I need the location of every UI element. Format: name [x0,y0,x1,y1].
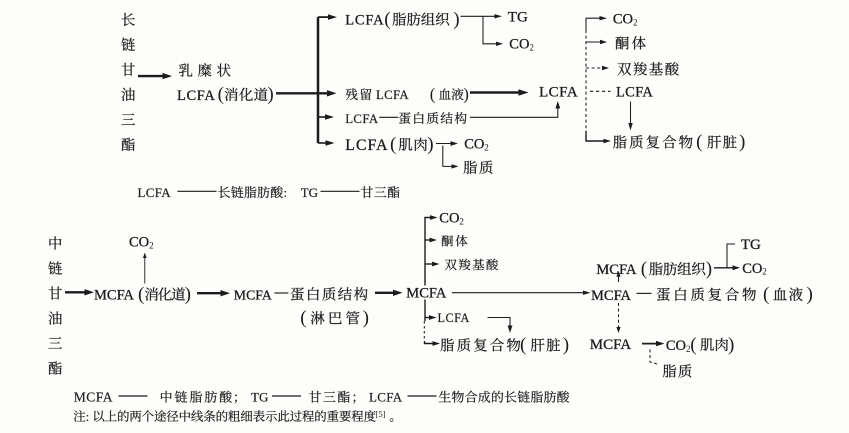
svg-text:MCFA: MCFA [590,337,632,353]
svg-text:2: 2 [686,344,691,354]
svg-text:(: ( [520,335,526,356]
svg-text:): ) [728,334,734,355]
svg-text:(: ( [218,84,224,105]
svg-text:): ) [427,134,433,155]
svg-text:[5]: [5] [376,409,386,419]
svg-text:MCFA: MCFA [591,288,632,304]
svg-text:CO: CO [129,234,149,250]
svg-text:): ) [363,308,369,329]
svg-text:(: ( [641,258,647,279]
svg-text:(: ( [696,132,702,153]
svg-text:TG: TG [508,10,528,26]
svg-text:TG: TG [301,185,318,200]
svg-text:): ) [739,132,745,153]
svg-text:CO: CO [742,261,762,277]
svg-text:(: ( [763,284,769,305]
svg-text:CO: CO [509,36,529,52]
svg-text:2: 2 [149,240,154,250]
svg-text:2: 2 [762,267,767,277]
svg-text:): ) [563,335,569,356]
svg-text:MCFA: MCFA [596,262,637,278]
svg-text:LCFA: LCFA [345,13,384,29]
svg-text:(: ( [138,284,144,305]
svg-text:CO: CO [613,11,633,27]
svg-text:LCFA: LCFA [539,84,578,100]
svg-text:LCFA: LCFA [376,88,409,102]
svg-text:MCFA: MCFA [94,288,135,304]
svg-text:LCFA: LCFA [177,88,215,104]
svg-text:): ) [463,84,469,103]
svg-text:LCFA: LCFA [616,84,653,100]
svg-text:LCFA: LCFA [345,112,379,126]
svg-text:): ) [706,258,712,279]
svg-text:CO: CO [666,338,686,354]
svg-text:): ) [267,84,273,105]
svg-text:CO: CO [464,136,484,152]
svg-text:2: 2 [484,142,489,152]
svg-text:(: ( [384,9,390,30]
svg-text:TG: TG [741,237,761,253]
svg-text:LCFA: LCFA [345,137,388,154]
svg-text:2: 2 [633,17,638,27]
svg-text:MCFA: MCFA [74,390,113,405]
svg-text:): ) [185,284,191,305]
svg-text:LCFA: LCFA [369,390,403,405]
svg-text:(: ( [300,308,306,329]
svg-text:LCFA: LCFA [438,311,470,325]
svg-text:LCFA: LCFA [138,185,172,200]
svg-text:MCFA: MCFA [234,287,272,302]
svg-text::: : [284,185,288,200]
svg-text:): ) [807,284,813,305]
svg-text:TG: TG [251,390,268,405]
svg-text:): ) [453,9,459,30]
svg-text:MCFA: MCFA [406,285,447,301]
svg-text:(: ( [390,134,396,155]
svg-text:CO: CO [439,211,459,227]
svg-text::: : [86,410,89,424]
svg-text:2: 2 [459,216,464,226]
svg-text:2: 2 [529,42,534,52]
svg-text:(: ( [690,334,696,355]
svg-text:(: ( [430,84,436,103]
